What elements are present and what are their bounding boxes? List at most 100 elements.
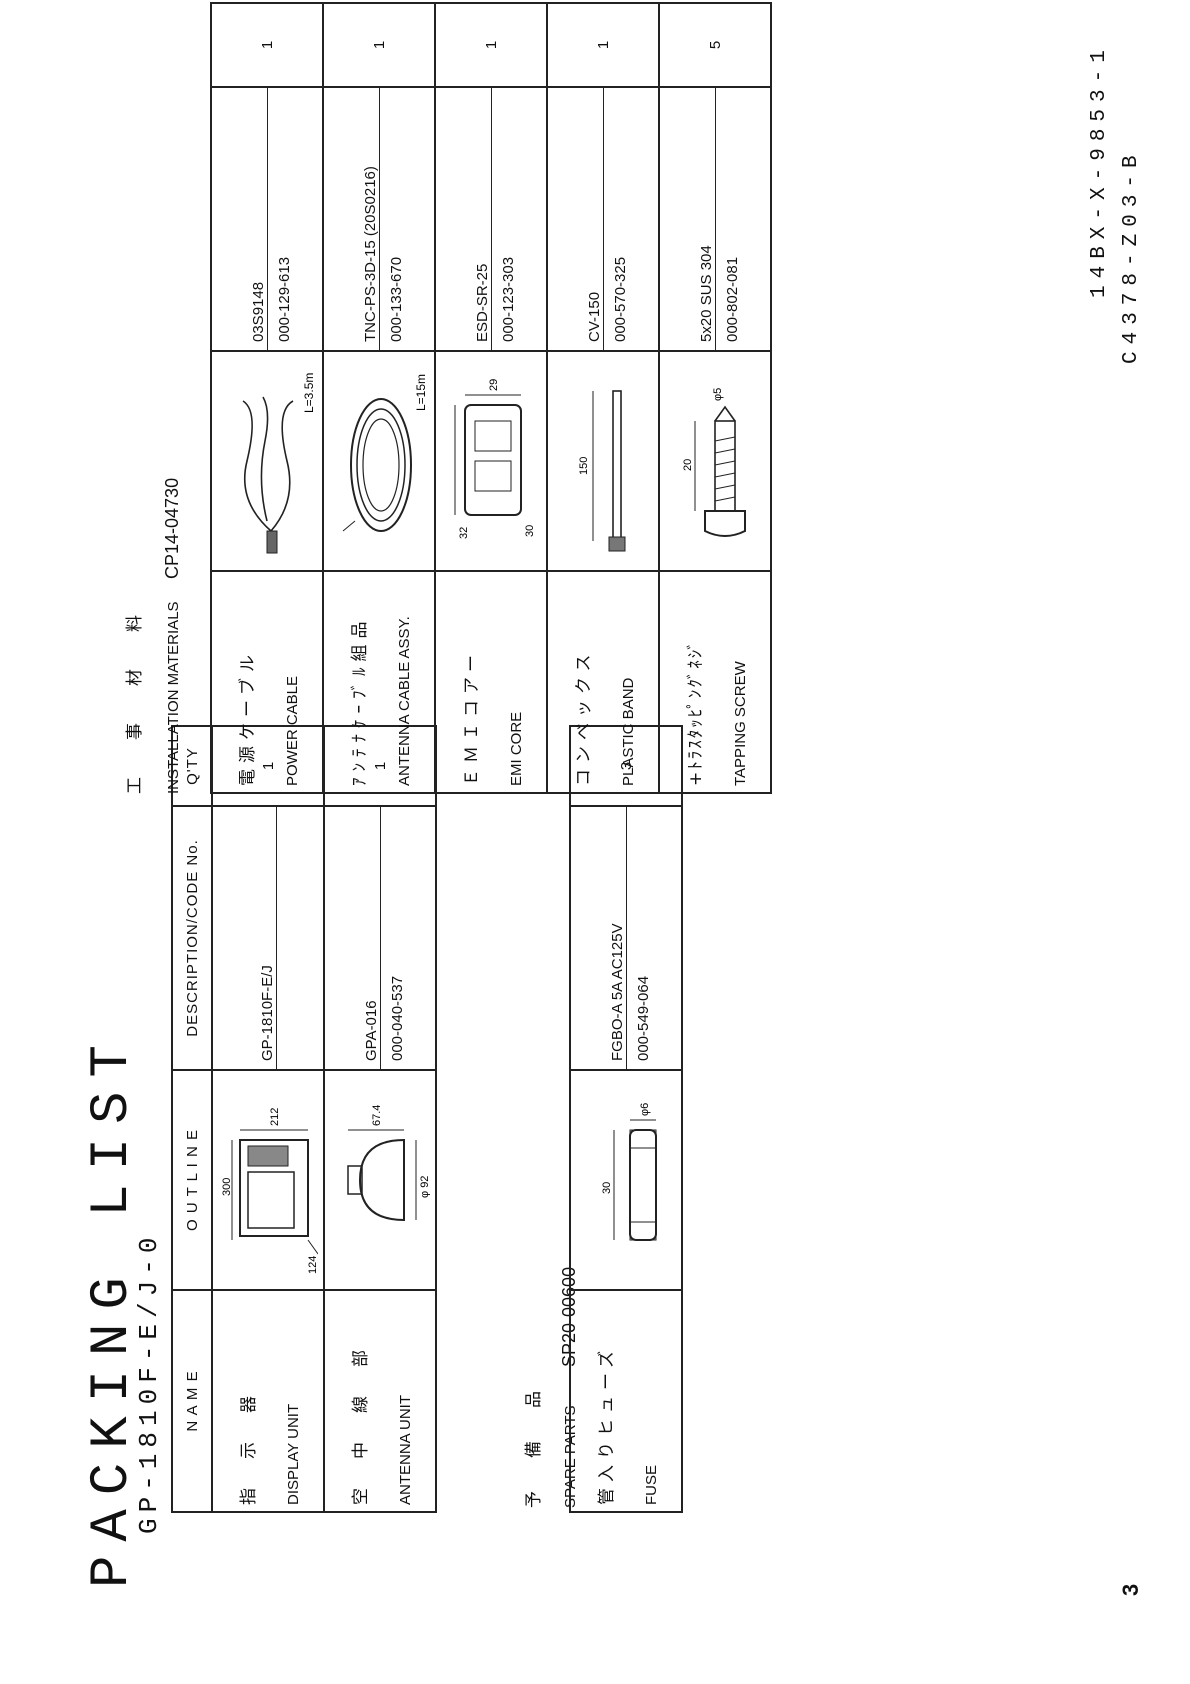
name-jp: 管入りヒューズ — [597, 1344, 617, 1505]
install-title-en: INSTALLATION MATERIALS — [165, 601, 182, 794]
document-number: 14BX-X-9853-1 — [1088, 43, 1111, 298]
page-number: 3 — [1118, 1583, 1143, 1596]
name-en: TAPPING SCREW — [732, 661, 749, 786]
name-cell: 空 中 線 部 ANTENNA UNIT — [324, 1290, 436, 1512]
code-text: 000-549-064 — [625, 806, 652, 1069]
spare-title-jp: 予 備 品 — [524, 1383, 544, 1508]
outline-cell: L=15m — [323, 351, 435, 571]
qty-cell: 1 — [211, 2, 323, 87]
outline-cell: 67.4 φ 92 — [324, 1070, 436, 1290]
code-text: 000-133-670 — [378, 87, 405, 350]
qty-cell: 1 — [547, 2, 659, 87]
outline-cell: L=3.5m — [211, 351, 323, 571]
description-cell: GP-1810F-E/J — [212, 806, 324, 1070]
name-cell: コンベックス PLASTIC BAND — [547, 571, 659, 793]
description-text: TNC-PS-3D-15 (20S0216) — [361, 166, 379, 342]
dimension-label: 150 — [578, 457, 590, 475]
name-en: ANTENNA UNIT — [397, 1394, 414, 1505]
code-text: 000-040-537 — [379, 807, 406, 1069]
name-en: DISPLAY UNIT — [285, 1403, 302, 1505]
name-cell: +ﾄﾗｽﾀｯﾋﾟﾝｸﾞﾈｼﾞ TAPPING SCREW — [659, 571, 771, 793]
description-text: 03S9148 — [249, 281, 267, 342]
name-jp: 空 中 線 部 — [351, 1344, 371, 1505]
power-cable-drawing: L=3.5m — [242, 373, 316, 554]
description-text: ESD-SR-25 — [473, 263, 491, 342]
header-name: N A M E — [172, 1290, 212, 1512]
description-text: CV-150 — [585, 291, 603, 342]
antenna-cable-drawing: L=15m — [342, 374, 428, 532]
outline-cell: 20 φ5 — [659, 351, 771, 571]
code-text: 000-570-325 — [602, 87, 629, 350]
description-text: GP-1810F-E/J — [259, 965, 276, 1061]
dimension-label: φ6 — [639, 1103, 651, 1116]
qty-cell: 1 — [435, 2, 547, 87]
code-text — [276, 807, 285, 1069]
dimension-label: 124 — [307, 1256, 318, 1274]
name-jp: ｱﾝﾃﾅｹｰﾌﾞﾙ組品 — [350, 615, 370, 787]
name-en: POWER CABLE — [284, 675, 301, 786]
dimension-label: 32 — [458, 527, 470, 539]
header-description: DESCRIPTION/CODE No. — [172, 806, 212, 1070]
name-en: PLASTIC BAND — [620, 677, 637, 786]
name-jp: 指 示 器 — [239, 1390, 259, 1505]
outline-cell: 30 φ6 — [570, 1070, 682, 1290]
plastic-band-drawing: 150 — [578, 390, 626, 552]
table-header-row: N A M E O U T L I N E DESCRIPTION/CODE N… — [172, 726, 212, 1512]
dimension-label: L=3.5m — [302, 373, 316, 413]
description-text: FGBO-A 5A AC125V — [608, 923, 626, 1061]
dimension-label: 30 — [601, 1182, 613, 1194]
code-text: 000-129-613 — [266, 87, 293, 350]
code-text: 000-123-303 — [490, 87, 517, 350]
table-row: +ﾄﾗｽﾀｯﾋﾟﾝｸﾞﾈｼﾞ TAPPING SCREW 20 φ5 5x20 S… — [659, 2, 771, 793]
model-subtitle: GP-1810F-E/J-0 — [134, 1231, 164, 1534]
dimension-label: φ 92 — [419, 1176, 430, 1198]
description-text: GPA-016 — [362, 1000, 380, 1061]
description-cell: TNC-PS-3D-15 (20S0216)000-133-670 — [323, 86, 435, 351]
antenna-unit-drawing: 67.4 φ 92 — [347, 1105, 430, 1222]
dimension-label: 212 — [269, 1108, 281, 1126]
outline-cell: 150 — [547, 351, 659, 571]
drawing-number: C4378-Z03-B — [1120, 148, 1143, 364]
install-code: CP14-04730 — [162, 477, 182, 579]
outline-cell: 300 212 124 — [212, 1070, 324, 1290]
qty-cell: 1 — [323, 2, 435, 87]
dimension-label: L=15m — [414, 374, 428, 411]
outline-cell: 32 30 29 — [435, 351, 547, 571]
name-jp: ＥＭＩコアー — [462, 649, 482, 786]
header-outline: O U T L I N E — [172, 1070, 212, 1290]
fuse-drawing: 30 φ6 — [601, 1103, 657, 1241]
dimension-label: 300 — [221, 1178, 233, 1196]
name-jp: コンベックス — [574, 648, 594, 787]
name-jp: +ﾄﾗｽﾀｯﾋﾟﾝｸﾞﾈｼﾞ — [686, 639, 706, 786]
packing-list-table: N A M E O U T L I N E DESCRIPTION/CODE N… — [171, 725, 437, 1513]
code-text: 000-802-081 — [714, 87, 741, 350]
dimension-label: 29 — [488, 379, 500, 391]
name-cell: 指 示 器 DISPLAY UNIT — [212, 1290, 324, 1512]
table-row: 指 示 器 DISPLAY UNIT 300 212 124 GP-1810F-E… — [212, 726, 324, 1512]
installation-title: 工 事 材 料 INSTALLATION MATERIALS CP14-0473… — [120, 478, 183, 794]
tapping-screw-drawing: 20 φ5 — [682, 388, 746, 537]
name-cell: ｱﾝﾃﾅｹｰﾌﾞﾙ組品 ANTENNA CABLE ASSY. — [323, 571, 435, 793]
name-en: FUSE — [643, 1464, 660, 1505]
dimension-label: 67.4 — [371, 1105, 383, 1126]
dimension-label: 20 — [682, 459, 694, 471]
table-row: ｱﾝﾃﾅｹｰﾌﾞﾙ組品 ANTENNA CABLE ASSY. L=15m TNC… — [323, 2, 435, 793]
description-text: 5x20 SUS 304 — [697, 245, 715, 342]
name-cell: 電源ケーブル POWER CABLE — [211, 571, 323, 793]
name-en: ANTENNA CABLE ASSY. — [396, 616, 413, 786]
dimension-label: φ5 — [712, 388, 724, 401]
emi-core-drawing: 32 30 29 — [454, 379, 536, 539]
name-jp: 電源ケーブル — [238, 649, 258, 786]
